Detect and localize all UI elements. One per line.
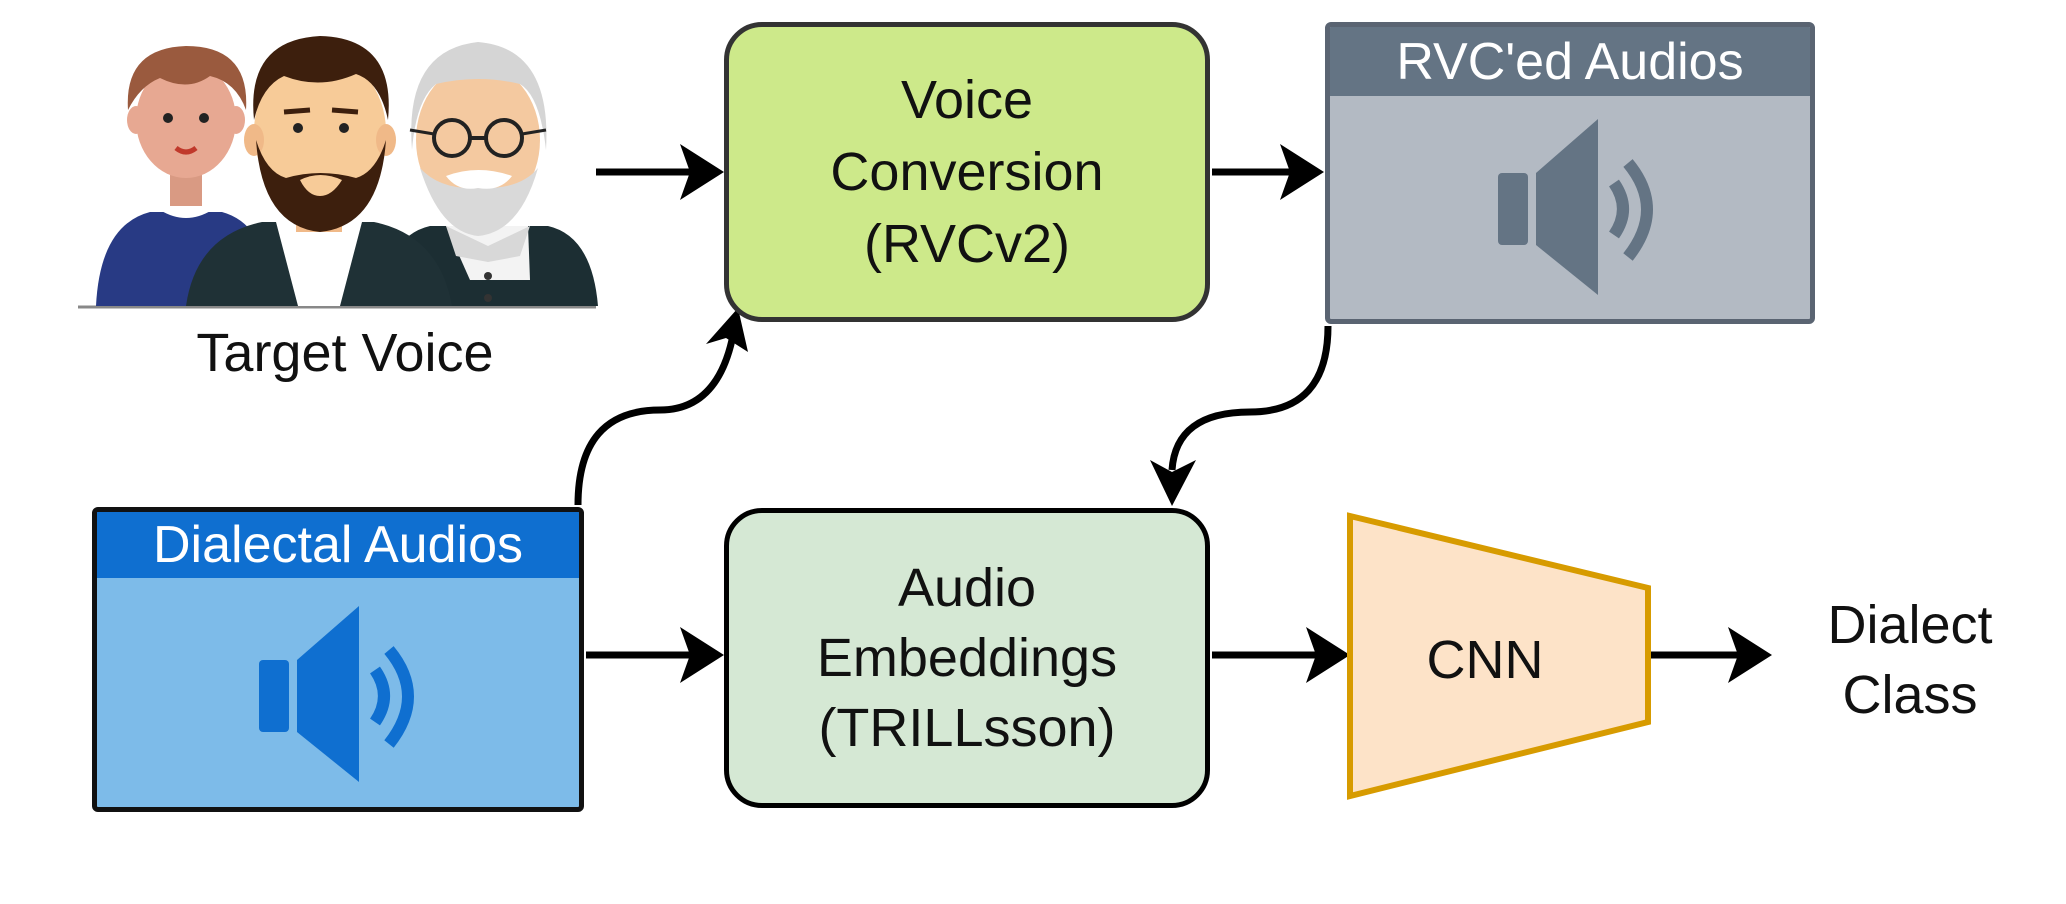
dialect-class-line-1: Dialect bbox=[1827, 595, 1993, 655]
arrow-dialectal-to-vc bbox=[574, 339, 736, 506]
arrowhead-rvc-to-embeddings bbox=[1150, 460, 1196, 506]
voice-conversion-line-3: (RVCv2) bbox=[863, 214, 1071, 274]
voice-conversion-box: Voice Conversion (RVCv2) bbox=[724, 22, 1210, 322]
audio-embeddings-line-2: Embeddings bbox=[816, 628, 1118, 688]
arrowhead-dialectal-to-embeddings bbox=[680, 627, 724, 683]
audio-embeddings-line-1: Audio bbox=[897, 558, 1037, 618]
arrowhead-vc-to-rvc bbox=[1280, 144, 1324, 200]
arrow-rvc-to-embeddings bbox=[1168, 325, 1332, 471]
speaker-icon bbox=[1498, 119, 1653, 295]
target-voice-label: Target Voice bbox=[196, 323, 494, 383]
voice-conversion-line-1: Voice bbox=[900, 70, 1034, 130]
arrowhead-embeddings-to-cnn bbox=[1306, 627, 1350, 683]
voice-conversion-line-2: Conversion bbox=[830, 142, 1104, 202]
dialect-class-label: Dialect Class bbox=[1780, 590, 2040, 730]
rvc-audios-title: RVC'ed Audios bbox=[1330, 27, 1810, 96]
dialect-class-line-2: Class bbox=[1842, 665, 1978, 725]
speaker-icon bbox=[259, 606, 414, 782]
arrowhead-dialectal-to-vc bbox=[706, 308, 748, 352]
people-icon bbox=[78, 36, 598, 309]
cnn-label: CNN bbox=[1426, 630, 1544, 690]
arrowhead-cnn-to-output bbox=[1728, 627, 1772, 683]
arrowhead-target-to-vc bbox=[680, 144, 724, 200]
audio-embeddings-line-3: (TRILLsson) bbox=[818, 698, 1116, 758]
connectors bbox=[574, 168, 1740, 659]
rvc-audios-box: RVC'ed Audios bbox=[1325, 22, 1815, 324]
elderly-man-figure bbox=[380, 42, 598, 306]
audio-embeddings-box: Audio Embeddings (TRILLsson) bbox=[724, 508, 1210, 808]
cnn-block bbox=[1347, 512, 1651, 800]
dialectal-audios-title: Dialectal Audios bbox=[97, 512, 579, 578]
dialectal-audios-box: Dialectal Audios bbox=[92, 507, 584, 812]
bearded-man-figure bbox=[186, 36, 452, 306]
arrowheads bbox=[680, 144, 1772, 683]
